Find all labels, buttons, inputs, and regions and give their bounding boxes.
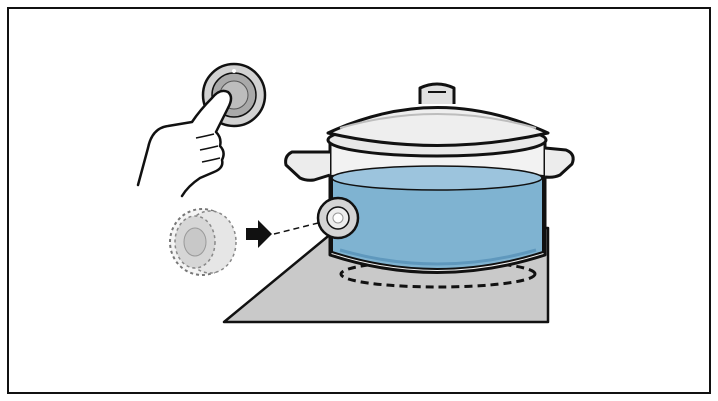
arrow-right-icon bbox=[246, 220, 272, 248]
knob-icon bbox=[169, 208, 237, 276]
leader-line bbox=[273, 221, 323, 235]
hand-press-icon bbox=[136, 89, 233, 198]
knob-indicator-icon bbox=[316, 196, 360, 240]
pot-lid-icon bbox=[326, 82, 550, 147]
